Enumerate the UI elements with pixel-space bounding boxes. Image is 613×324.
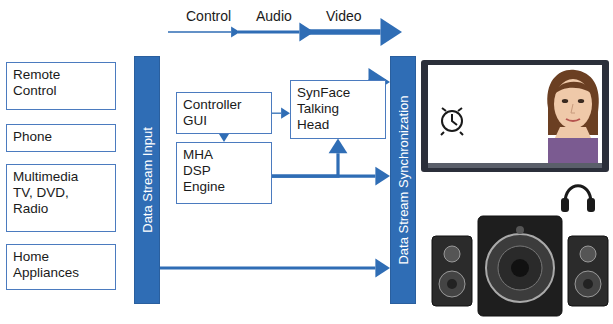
box-label: SynFace Talking Head bbox=[297, 85, 361, 134]
box-label: Remote Control bbox=[13, 67, 97, 99]
legend-entry: Control bbox=[186, 8, 231, 24]
right-speaker bbox=[568, 236, 608, 306]
subwoofer bbox=[478, 216, 562, 316]
output-band: Data Stream Synchronization bbox=[390, 56, 416, 304]
input-band: Data Stream Input bbox=[134, 56, 160, 304]
box-label: MHA DSP Engine bbox=[183, 147, 243, 196]
fringe bbox=[553, 82, 594, 96]
legend-sample bbox=[168, 26, 240, 37]
flow-arrow bbox=[272, 167, 390, 186]
band-label: Data Stream Input bbox=[140, 127, 155, 233]
legend-label: Audio bbox=[256, 8, 292, 24]
talking-head bbox=[547, 70, 599, 163]
input-source-box: Phone bbox=[6, 124, 116, 152]
legend-label: Control bbox=[186, 8, 231, 24]
connector-line bbox=[272, 175, 375, 178]
process-box: MHA DSP Engine bbox=[176, 142, 272, 204]
arrowhead bbox=[329, 139, 348, 154]
hair bbox=[547, 70, 599, 135]
input-source-box: Multimedia TV, DVD, Radio bbox=[6, 164, 116, 232]
flow-arrow bbox=[272, 139, 347, 177]
arrowhead bbox=[218, 133, 229, 142]
connector-line bbox=[238, 30, 299, 33]
arrowhead bbox=[375, 259, 390, 278]
tv-screen bbox=[428, 65, 602, 163]
clock-icon bbox=[441, 108, 463, 135]
connector-line bbox=[168, 31, 231, 32]
tv-illustration bbox=[421, 60, 609, 172]
speakers-illustration bbox=[432, 216, 608, 316]
nose bbox=[571, 104, 575, 113]
shirt bbox=[548, 138, 598, 163]
flow-arrow bbox=[218, 133, 229, 142]
eye bbox=[578, 99, 584, 103]
tv-frame bbox=[421, 60, 609, 172]
headphones-icon bbox=[561, 186, 595, 212]
box-label: Home Appliances bbox=[13, 249, 97, 281]
connector-line bbox=[160, 266, 375, 269]
legend-entry: Audio bbox=[256, 8, 292, 24]
arrowhead bbox=[375, 167, 390, 186]
input-source-box: Remote Control bbox=[6, 62, 116, 110]
legend-sample bbox=[238, 23, 314, 42]
left-speaker bbox=[432, 236, 472, 306]
box-label: Multimedia TV, DVD, Radio bbox=[13, 169, 97, 218]
connector-line bbox=[308, 29, 381, 35]
tv-base bbox=[428, 163, 602, 168]
process-box: Controller GUI bbox=[176, 92, 272, 134]
box-label: Controller GUI bbox=[183, 97, 265, 129]
arrowhead bbox=[381, 18, 403, 46]
legend-label: Video bbox=[326, 8, 362, 24]
connector-line bbox=[272, 113, 281, 114]
mouth bbox=[566, 119, 580, 121]
process-box: SynFace Talking Head bbox=[290, 80, 386, 139]
legend-entry: Video bbox=[326, 8, 362, 24]
flow-arrow bbox=[160, 259, 390, 278]
flow-arrow bbox=[272, 108, 290, 119]
connector-line bbox=[272, 153, 338, 176]
arrowhead bbox=[281, 108, 290, 119]
eye bbox=[562, 99, 568, 103]
input-source-box: Home Appliances bbox=[6, 244, 116, 290]
band-label: Data Stream Synchronization bbox=[396, 95, 411, 264]
box-label: Phone bbox=[13, 129, 97, 145]
